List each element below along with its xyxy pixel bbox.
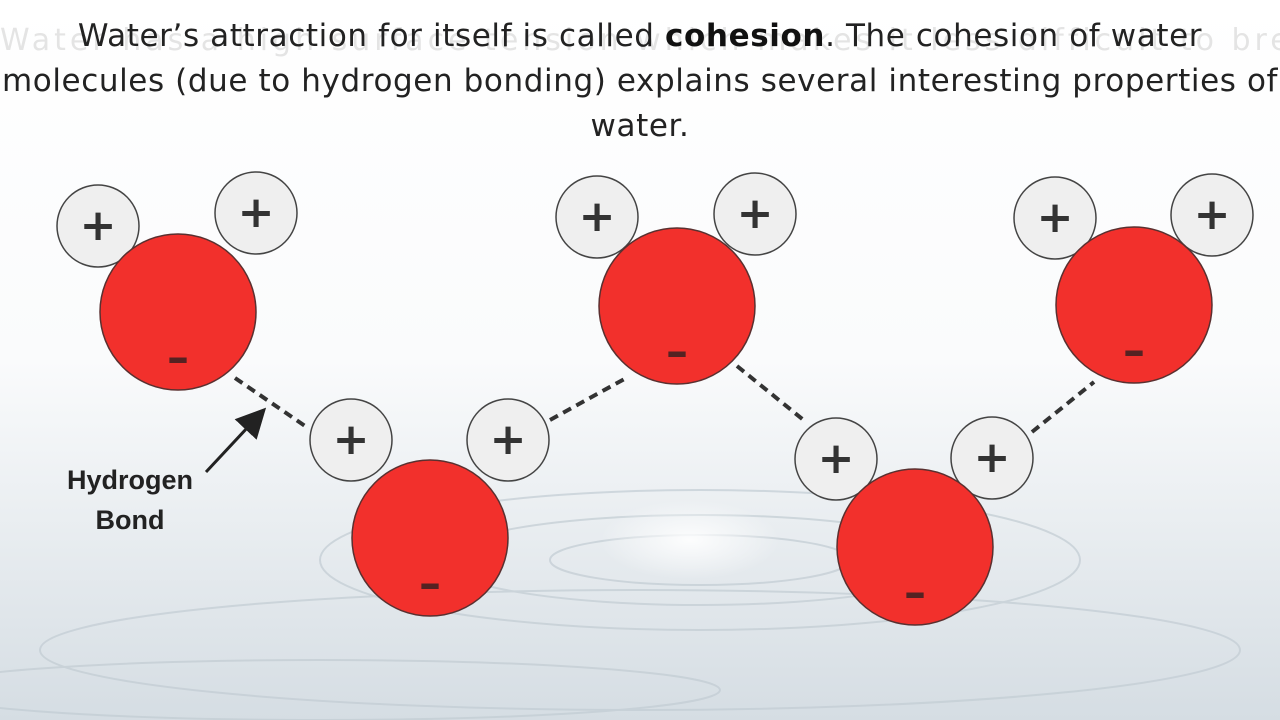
positive-charge-symbol: + <box>333 414 370 465</box>
oxygen-atom: – <box>598 227 756 385</box>
hydrogen-atom-circle <box>466 398 550 482</box>
positive-charge-symbol: + <box>1037 192 1074 243</box>
hydrogen-atom-circle <box>56 184 140 268</box>
negative-charge-symbol: – <box>904 567 926 618</box>
oxygen-atom-circle <box>351 459 509 617</box>
water-molecules: + + – + + – + + – + + – + + – <box>56 171 1254 626</box>
hydrogen-atom: + <box>1013 176 1097 260</box>
hydrogen-atom: + <box>555 175 639 259</box>
caption-part-2: . The cohesion of water molecules (due t… <box>1 18 1279 144</box>
positive-charge-symbol: + <box>238 187 275 238</box>
oxygen-atom-circle <box>836 468 994 626</box>
hydrogen-atom: + <box>56 184 140 268</box>
hydrogen-bond-pointer-arrow <box>204 407 267 474</box>
water-molecule: + + – <box>309 398 550 617</box>
water-splash <box>600 500 780 580</box>
negative-charge-symbol: – <box>666 326 688 377</box>
hydrogen-atom: + <box>950 416 1034 500</box>
oxygen-atom-circle <box>1055 226 1213 384</box>
hydrogen-bond-label: Hydrogen Bond <box>40 460 220 540</box>
caption-part-1: Water’s attraction for itself is called <box>77 18 666 54</box>
hydrogen-atom: + <box>214 171 298 255</box>
positive-charge-symbol: + <box>80 200 117 251</box>
positive-charge-symbol: + <box>579 191 616 242</box>
oxygen-atom-circle <box>99 233 257 391</box>
positive-charge-symbol: + <box>490 414 527 465</box>
hydrogen-atom-circle <box>309 398 393 482</box>
hydrogen-bond-label-line-2: Bond <box>95 505 165 535</box>
positive-charge-symbol: + <box>974 432 1011 483</box>
ghost-text: Water has a high surface tension which m… <box>0 23 1280 58</box>
water-molecule: + + – <box>1013 173 1254 384</box>
oxygen-atom: – <box>351 459 509 617</box>
caption: Water’s attraction for itself is called … <box>0 14 1280 149</box>
negative-charge-symbol: – <box>419 558 441 609</box>
positive-charge-symbol: + <box>818 433 855 484</box>
positive-charge-symbol: + <box>737 188 774 239</box>
hydrogen-atom-circle <box>555 175 639 259</box>
hydrogen-atom-circle <box>1170 173 1254 257</box>
oxygen-atom: – <box>1055 226 1213 384</box>
negative-charge-symbol: – <box>167 332 189 383</box>
hydrogen-atom-circle <box>713 172 797 256</box>
hydrogen-atom: + <box>309 398 393 482</box>
oxygen-atom: – <box>99 233 257 391</box>
hydrogen-atom-circle <box>1013 176 1097 260</box>
hydrogen-atom-circle <box>794 417 878 501</box>
hydrogen-bond-label-line-1: Hydrogen <box>66 465 193 495</box>
water-molecule: + + – <box>794 416 1034 626</box>
oxygen-atom-circle <box>598 227 756 385</box>
hydrogen-atom: + <box>1170 173 1254 257</box>
positive-charge-symbol: + <box>1194 189 1231 240</box>
oxygen-atom: – <box>836 468 994 626</box>
hydrogen-atom: + <box>794 417 878 501</box>
hydrogen-atom: + <box>713 172 797 256</box>
water-molecule: + + – <box>56 171 298 391</box>
hydrogen-bond-line <box>1030 380 1096 434</box>
caption-term: cohesion <box>665 18 826 54</box>
hydrogen-atom-circle <box>950 416 1034 500</box>
hydrogen-bonds <box>233 364 1096 434</box>
hydrogen-atom: + <box>466 398 550 482</box>
water-molecule: + + – <box>555 172 797 385</box>
negative-charge-symbol: – <box>1123 325 1145 376</box>
hydrogen-atom-circle <box>214 171 298 255</box>
